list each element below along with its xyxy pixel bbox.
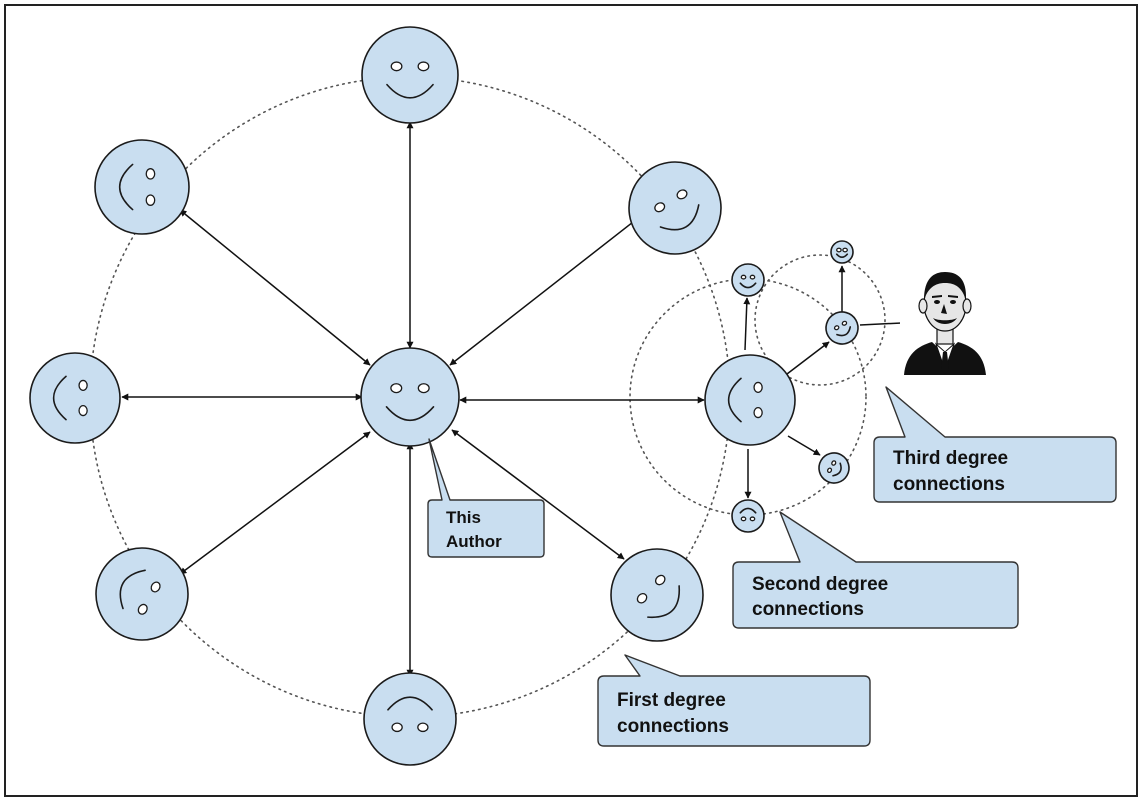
face-circle [731, 263, 765, 297]
right-eye [417, 383, 430, 394]
left-eye [740, 274, 747, 280]
face-circle [29, 352, 121, 444]
left-eye [636, 592, 648, 604]
person-photo-icon [900, 262, 990, 377]
mouth [385, 406, 435, 422]
left-eye [654, 202, 666, 213]
face-circle [360, 347, 460, 447]
left-eye [145, 168, 156, 180]
second-lower-right-face [818, 452, 850, 484]
third-top-face [830, 240, 854, 264]
left-eye [78, 379, 88, 392]
right-eye [842, 247, 848, 253]
second-degree-hub-face [704, 354, 796, 446]
lower-right-face [610, 548, 704, 642]
upper-left-face [94, 139, 190, 235]
second-degree-callout: Second degree connections [732, 511, 1019, 629]
face-circle [361, 26, 459, 124]
left-face [29, 352, 121, 444]
mouth [835, 253, 849, 259]
mouth [836, 326, 852, 337]
face-circle [94, 139, 190, 235]
left-eye [390, 61, 403, 72]
face-circle [363, 672, 457, 766]
mouth [739, 282, 757, 289]
face-circle [95, 547, 189, 641]
face-circle [610, 548, 704, 642]
edge-author-upper-right [449, 214, 643, 366]
third-degree-ring [754, 254, 886, 386]
mouth [118, 163, 134, 211]
mouth [387, 696, 433, 711]
edge-hub-lower-right [787, 435, 821, 456]
mouth [739, 507, 757, 514]
left-eye [836, 247, 842, 253]
second-bottom-face [731, 499, 765, 533]
faces-layer [29, 26, 859, 766]
face-circle [830, 240, 854, 264]
right-eye [654, 574, 666, 586]
left-eye [417, 722, 429, 733]
right-eye [137, 603, 148, 615]
right-eye [831, 460, 837, 466]
mouth [119, 569, 146, 610]
third-hub-face [825, 311, 859, 345]
mouth [386, 83, 434, 99]
edge-author-upper-left [179, 209, 371, 366]
callout-third-line2: connections [893, 474, 1005, 495]
right-eye [841, 320, 848, 326]
left-eye [749, 516, 756, 522]
callout-first-line2: connections [617, 716, 729, 737]
left-eye [753, 381, 763, 394]
this-author-callout: This Author [427, 438, 545, 558]
mouth [647, 585, 680, 618]
upper-right-face [628, 161, 722, 255]
face-circle [818, 452, 850, 484]
face-circle [628, 161, 722, 255]
callout-author-line1: This [446, 508, 481, 527]
right-eye [78, 405, 88, 417]
edge-author-lower-left [179, 431, 371, 575]
right-eye [740, 516, 747, 522]
left-eye [150, 581, 161, 593]
mouth [727, 377, 742, 423]
face-circle [731, 499, 765, 533]
left-eye [390, 383, 403, 394]
edge-hub-third [786, 341, 830, 375]
callout-first-line1: First degree [617, 690, 726, 711]
face-circle [704, 354, 796, 446]
face-circle [825, 311, 859, 345]
right-eye [417, 61, 430, 72]
top-face [361, 26, 459, 124]
callout-third-line1: Third degree [893, 448, 1008, 469]
callout-author-line2: Author [446, 532, 502, 551]
second-top-face [731, 263, 765, 297]
edge-hub-top [743, 297, 751, 351]
bottom-face [363, 672, 457, 766]
author-face [360, 347, 460, 447]
right-eye [676, 189, 688, 200]
edge-author-lower-right [451, 429, 625, 560]
right-eye [145, 194, 156, 206]
third-degree-callout: Third degree connections [873, 386, 1117, 503]
mouth [832, 462, 842, 477]
right-eye [753, 407, 763, 419]
callout-second-line1: Second degree [752, 574, 888, 595]
lower-left-face [95, 547, 189, 641]
first-degree-callout: First degree connections [597, 654, 871, 747]
callout-second-line2: connections [752, 599, 864, 620]
right-eye [749, 274, 756, 280]
left-eye [833, 325, 840, 331]
right-eye [391, 722, 403, 733]
mouth [659, 204, 700, 231]
mouth [52, 375, 67, 421]
left-eye [827, 467, 833, 474]
